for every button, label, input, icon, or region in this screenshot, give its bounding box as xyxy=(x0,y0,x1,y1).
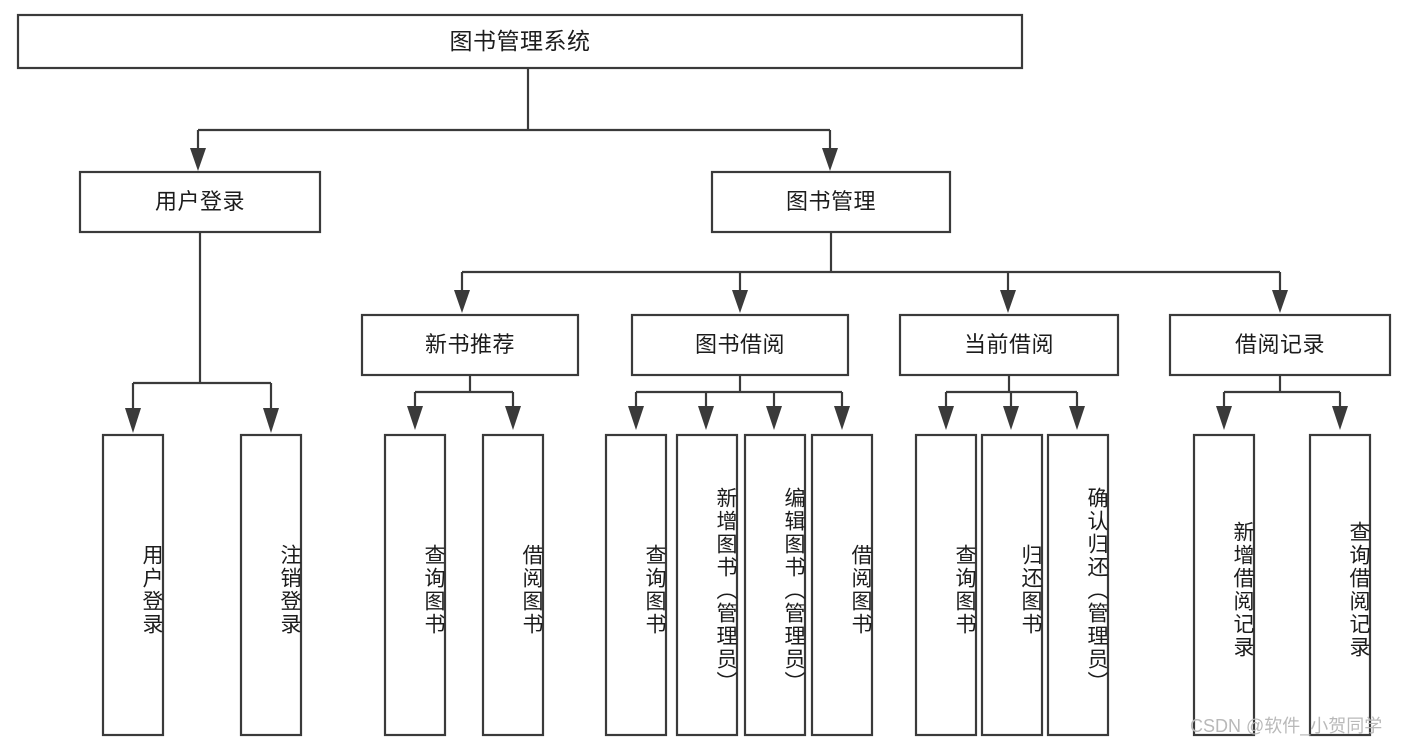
node-book-manage-box[interactable] xyxy=(710,170,952,234)
arrow-head-leaf-logout-icon xyxy=(263,408,279,433)
arrow-head-bb-add-icon xyxy=(698,406,714,430)
arrow-head-nb-borrow-icon xyxy=(505,406,521,430)
node-leaf-cb-confirm-box[interactable] xyxy=(1046,433,1110,737)
node-leaf-bb-query-box[interactable] xyxy=(604,433,668,737)
arrow-head-book-manage-icon xyxy=(822,148,838,171)
arrow-head-borrow-record-icon xyxy=(1272,290,1288,313)
node-borrow-record-box[interactable] xyxy=(1168,313,1392,377)
arrow-head-current-borrow-icon xyxy=(1000,290,1016,313)
arrow-head-nb-query-icon xyxy=(407,406,423,430)
node-current-borrow-box[interactable] xyxy=(898,313,1120,377)
arrow-head-cb-confirm-icon xyxy=(1069,406,1085,430)
node-leaf-nb-query-box[interactable] xyxy=(383,433,447,737)
node-user-login-box[interactable] xyxy=(78,170,322,234)
arrow-head-new-book-icon xyxy=(454,290,470,313)
arrow-head-br-add-icon xyxy=(1216,406,1232,430)
node-leaf-br-add-box[interactable] xyxy=(1192,433,1256,737)
arrow-head-bb-lend-icon xyxy=(834,406,850,430)
arrow-head-user-login-icon xyxy=(190,148,206,171)
node-leaf-bb-edit-box[interactable] xyxy=(743,433,807,737)
arrow-head-cb-query-icon xyxy=(938,406,954,430)
arrow-head-br-query-icon xyxy=(1332,406,1348,430)
node-book-borrow-box[interactable] xyxy=(630,313,850,377)
node-new-book-recommend-box[interactable] xyxy=(360,313,580,377)
node-leaf-cb-query-box[interactable] xyxy=(914,433,978,737)
arrow-head-book-borrow-icon xyxy=(732,290,748,313)
node-leaf-user-login-box[interactable] xyxy=(101,433,165,737)
node-root-box[interactable] xyxy=(16,13,1024,70)
node-leaf-cb-return-box[interactable] xyxy=(980,433,1044,737)
node-leaf-bb-lend-box[interactable] xyxy=(810,433,874,737)
arrow-head-bb-query-icon xyxy=(628,406,644,430)
arrow-head-leaf-user-login-icon xyxy=(125,408,141,433)
arrow-head-bb-edit-icon xyxy=(766,406,782,430)
node-leaf-br-query-box[interactable] xyxy=(1308,433,1372,737)
node-leaf-logout-box[interactable] xyxy=(239,433,303,737)
node-leaf-bb-add-box[interactable] xyxy=(675,433,739,737)
arrow-head-cb-return-icon xyxy=(1003,406,1019,430)
node-leaf-nb-borrow-box[interactable] xyxy=(481,433,545,737)
